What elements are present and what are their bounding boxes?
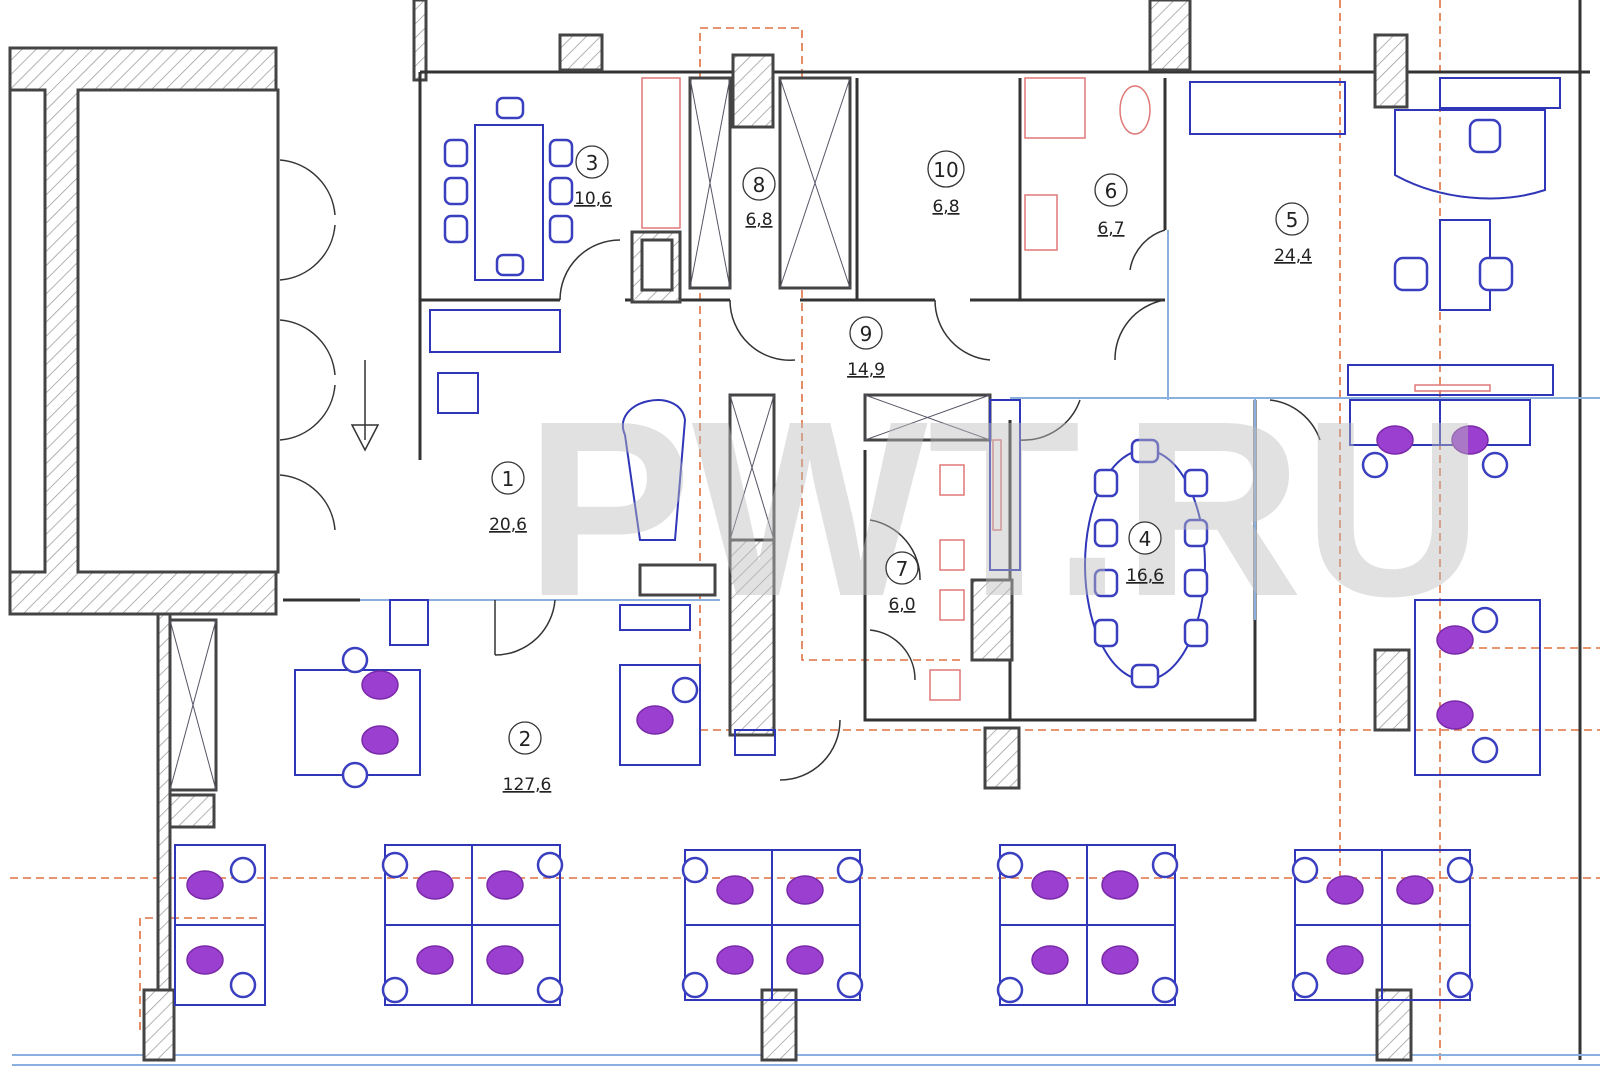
conference-chairs (1093, 438, 1209, 689)
room-label-2: 2 127,6 (503, 721, 552, 795)
room-area: 16,6 (1126, 566, 1164, 586)
room-number: 1 (502, 467, 515, 491)
room-label-5: 524,4 (1274, 202, 1312, 266)
room-number: 5 (1286, 208, 1299, 232)
furniture (294, 77, 1561, 776)
room-label-4: 416,6 (1126, 521, 1164, 586)
room-area: 20,6 (489, 515, 527, 535)
room-area: 6,0 (888, 595, 915, 615)
room-area: 6,8 (932, 197, 959, 217)
room-area: 6,7 (1097, 219, 1124, 239)
room-label-7: 76,0 (885, 551, 919, 615)
room-number: 3 (586, 151, 599, 175)
room-number: 2 (519, 727, 532, 751)
room-label-6: 66,7 (1094, 173, 1128, 239)
stair-core (8, 46, 380, 1036)
room-label-1: 120,6 (489, 461, 527, 535)
room-area: 14,9 (847, 360, 885, 380)
room-number: 7 (896, 557, 909, 581)
room-label-8: 86,8 (742, 167, 776, 230)
room-area: 24,4 (1274, 246, 1312, 266)
room-label-10: 106,8 (927, 150, 965, 217)
room-number: 6 (1105, 179, 1118, 203)
room-area: 10,6 (574, 189, 612, 209)
room-number: 8 (753, 173, 766, 197)
room-number: 9 (860, 322, 873, 346)
room-number: 4 (1139, 527, 1152, 551)
walls (12, 0, 1600, 1066)
room-label-3: 310,6 (574, 145, 612, 209)
room-number: 10 (933, 158, 958, 182)
watermark: PWT.RU (525, 369, 1483, 648)
room-area: 6,8 (745, 210, 772, 230)
workstations (174, 399, 1531, 1006)
room-label-9: 914,9 (847, 316, 885, 380)
room-area: 127,6 (503, 775, 552, 795)
